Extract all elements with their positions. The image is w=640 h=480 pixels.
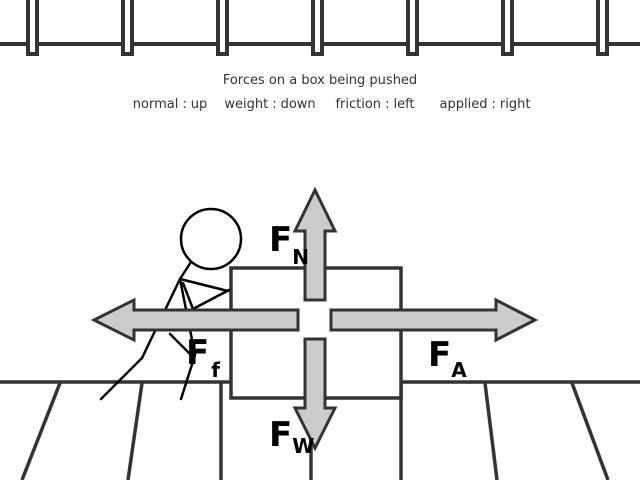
ceiling-post bbox=[26, 0, 39, 56]
ceiling-post bbox=[406, 0, 419, 56]
figure-front-shin bbox=[179, 353, 197, 401]
legend-normal-direction: normal:up bbox=[133, 97, 207, 112]
normal-force-subscript: N bbox=[292, 245, 309, 269]
figure-forearm bbox=[191, 288, 231, 311]
ceiling-post bbox=[216, 0, 229, 56]
floor-plank-line bbox=[570, 382, 610, 480]
legend-friction-dir: left bbox=[393, 97, 414, 112]
floor-plank-line bbox=[20, 382, 62, 480]
figure-arm bbox=[181, 281, 195, 311]
figure-head bbox=[179, 207, 243, 271]
legend-friction-symbol: friction bbox=[335, 97, 381, 112]
friction-force-symbol: F bbox=[186, 333, 209, 373]
ceiling-post bbox=[121, 0, 134, 56]
figure-neck bbox=[178, 260, 193, 281]
legend-friction-direction: friction:left bbox=[335, 97, 414, 112]
legend-normal-symbol: normal bbox=[133, 97, 179, 112]
applied-force-symbol: F bbox=[428, 335, 451, 375]
weight-force-arrow bbox=[292, 337, 338, 452]
figure-arm-upper bbox=[178, 277, 230, 293]
legend-applied-dir: right bbox=[500, 97, 531, 112]
label-applied-force: FA bbox=[428, 335, 467, 382]
ceiling-post bbox=[501, 0, 514, 56]
legend-weight-dir: down bbox=[281, 97, 316, 112]
applied-force-subscript: A bbox=[451, 358, 467, 382]
ceiling-post bbox=[596, 0, 609, 56]
ceiling-rail bbox=[0, 0, 640, 56]
direction-legend: normal:up weight:down friction:left appl… bbox=[133, 97, 531, 112]
floor bbox=[0, 380, 640, 480]
figure-hip bbox=[168, 332, 194, 358]
weight-force-symbol: F bbox=[269, 415, 292, 455]
legend-weight-direction: weight:down bbox=[224, 97, 315, 112]
ceiling-post bbox=[311, 0, 324, 56]
normal-force-arrow bbox=[292, 186, 338, 302]
floor-plank-line bbox=[483, 382, 499, 480]
friction-force-arrow bbox=[90, 297, 300, 343]
stick-figure bbox=[99, 207, 243, 401]
legend-applied-direction: applied:right bbox=[440, 97, 531, 112]
legend-applied-symbol: applied bbox=[440, 97, 488, 112]
legend-weight-symbol: weight bbox=[224, 97, 268, 112]
label-weight-force: FW bbox=[269, 415, 314, 458]
weight-force-subscript: W bbox=[292, 434, 314, 458]
diagram-title: Forces on a box being pushed bbox=[223, 73, 417, 88]
floor-plank-line bbox=[126, 382, 144, 480]
label-normal-force: FN bbox=[269, 220, 309, 269]
applied-force-arrow bbox=[329, 297, 539, 343]
friction-force-subscript: f bbox=[211, 358, 220, 382]
figure-back-leg-lower bbox=[99, 356, 144, 401]
normal-force-symbol: F bbox=[269, 220, 292, 260]
legend-normal-dir: up bbox=[191, 97, 208, 112]
